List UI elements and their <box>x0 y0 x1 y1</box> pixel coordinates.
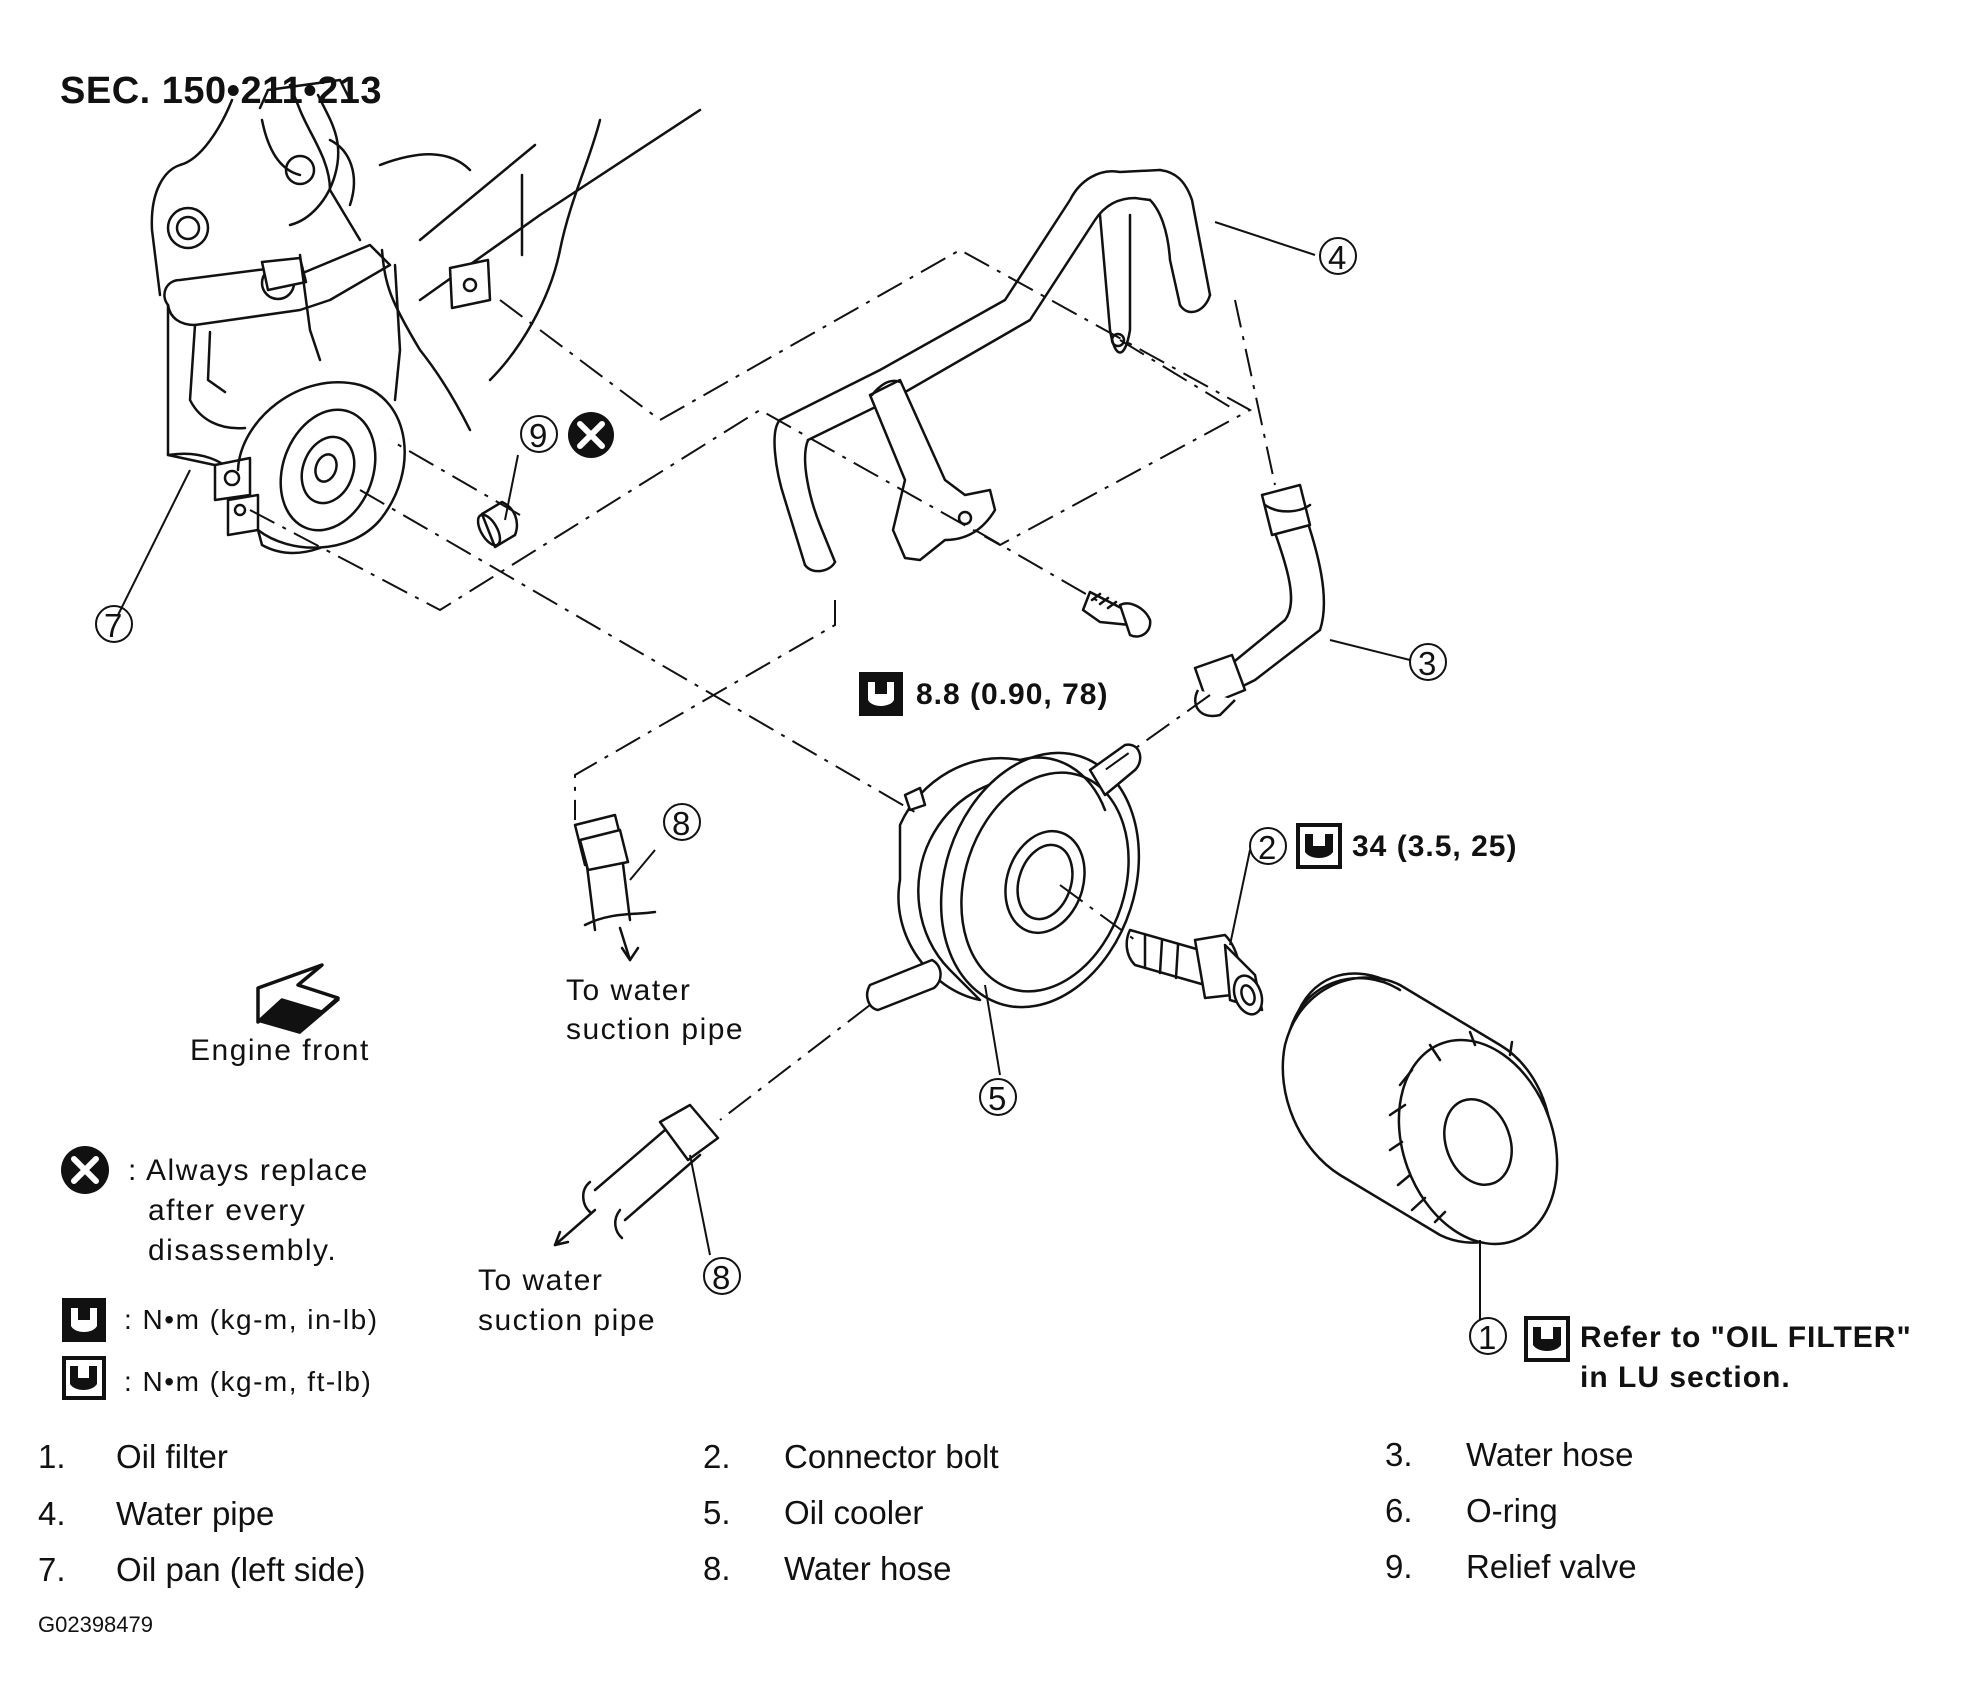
part-9-number: 9. <box>1385 1548 1413 1585</box>
water-hose-3 <box>1193 483 1326 718</box>
to-water-lower-line2: suction pipe <box>478 1304 657 1337</box>
oil-filter <box>1281 972 1559 1246</box>
torque-wrench-icon-ftlb <box>62 1356 106 1400</box>
assembly-lines <box>249 248 1276 1121</box>
water-pipe <box>773 168 1212 573</box>
mounting-bolt <box>1081 590 1152 638</box>
part-5-number: 5. <box>703 1494 731 1531</box>
part-3-number: 3. <box>1385 1436 1413 1473</box>
part-5-name: Oil cooler <box>784 1494 924 1531</box>
callout-8-lower: 8 <box>712 1259 731 1296</box>
callout-1: 1 <box>1478 1319 1497 1356</box>
callout-9: 9 <box>529 417 548 454</box>
part-8-number: 8. <box>703 1550 731 1587</box>
part-1-name: Oil filter <box>116 1438 228 1475</box>
legend-inlb: : N•m (kg-m, in-lb) <box>124 1304 379 1335</box>
oil-cooler <box>866 743 1142 1012</box>
leader-lines <box>117 221 1481 1320</box>
figure-code: G02398479 <box>38 1612 153 1637</box>
part-7-name: Oil pan (left side) <box>116 1551 366 1588</box>
torque-wrench-icon-filter <box>1524 1316 1570 1362</box>
part-2-name: Connector bolt <box>784 1438 999 1475</box>
oil-pan-left-side <box>150 78 702 555</box>
engine-front-arrow-icon <box>256 963 340 1034</box>
part-8-name: Water hose <box>784 1550 952 1587</box>
legend-replace-line2: after every <box>148 1194 307 1227</box>
torque-wrench-icon-bolt <box>859 672 903 716</box>
to-water-upper-line2: suction pipe <box>566 1013 745 1046</box>
water-hose-8-lower <box>553 1103 720 1247</box>
torque-wrench-icon-inlb <box>62 1298 106 1342</box>
engine-front-label: Engine front <box>190 1034 370 1067</box>
callout-2: 2 <box>1258 829 1277 866</box>
callout-4: 4 <box>1328 239 1347 276</box>
to-water-upper-line1: To water <box>566 974 692 1007</box>
section-title: SEC. 150•211•213 <box>60 70 382 112</box>
filter-note-line2: in LU section. <box>1580 1361 1791 1394</box>
connector-bolt <box>1125 928 1264 1016</box>
legend-replace-line1: : Always replace <box>128 1154 369 1187</box>
legend-replace-line3: disassembly. <box>148 1234 338 1267</box>
replace-icon-legend <box>61 1146 109 1194</box>
part-9-name: Relief valve <box>1466 1548 1637 1585</box>
filter-note-line1: Refer to "OIL FILTER" <box>1580 1321 1912 1354</box>
part-7-number: 7. <box>38 1551 66 1588</box>
water-hose-8-upper <box>573 813 657 962</box>
part-6-number: 6. <box>1385 1492 1413 1529</box>
part-4-name: Water pipe <box>116 1495 275 1532</box>
to-water-lower-line1: To water <box>478 1264 604 1297</box>
relief-valve <box>476 500 519 549</box>
part-3-name: Water hose <box>1466 1436 1634 1473</box>
part-2-number: 2. <box>703 1438 731 1475</box>
callout-7: 7 <box>104 607 123 644</box>
replace-icon-9 <box>568 412 614 458</box>
torque-wrench-icon-connector <box>1296 823 1342 869</box>
part-1-number: 1. <box>38 1438 66 1475</box>
part-6-name: O-ring <box>1466 1492 1558 1529</box>
bolt-torque-spec: 8.8 (0.90, 78) <box>916 678 1109 711</box>
callout-3: 3 <box>1418 645 1437 682</box>
part-4-number: 4. <box>38 1495 66 1532</box>
legend-ftlb: : N•m (kg-m, ft-lb) <box>124 1366 373 1397</box>
callout-circles <box>95 237 1507 1355</box>
callout-5: 5 <box>988 1080 1007 1117</box>
connector-torque-spec: 34 (3.5, 25) <box>1352 830 1518 863</box>
callout-8-upper: 8 <box>672 805 691 842</box>
